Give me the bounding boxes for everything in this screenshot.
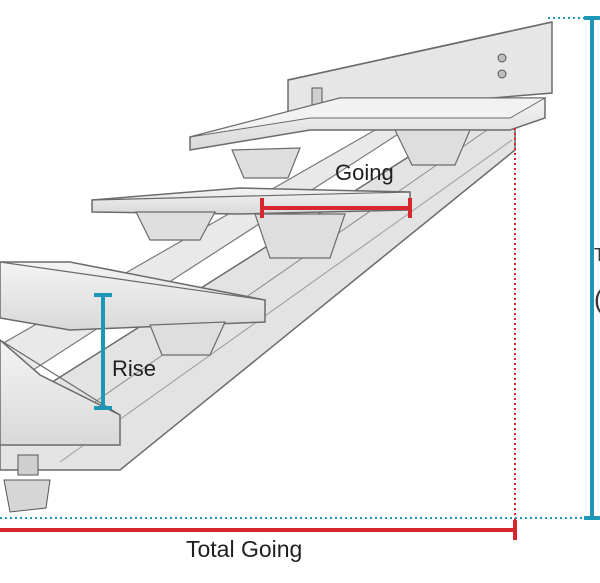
total-rise-marker [584, 16, 600, 520]
total-rise-label-partial-top: T [594, 245, 600, 265]
adjustable-foot-icon [3, 454, 51, 513]
going-label: Going [335, 160, 394, 185]
tread-top [189, 97, 547, 179]
tread-bottom [0, 339, 121, 446]
rise-marker [94, 293, 112, 410]
total-going-marker [0, 520, 517, 540]
top-header-board [287, 21, 553, 116]
rise-label: Rise [112, 356, 157, 381]
tread-lower [0, 261, 266, 356]
going-marker [260, 198, 412, 218]
total-rise-label-partial-paren: ( [594, 286, 600, 312]
total-going-label: Total Going [186, 536, 303, 562]
